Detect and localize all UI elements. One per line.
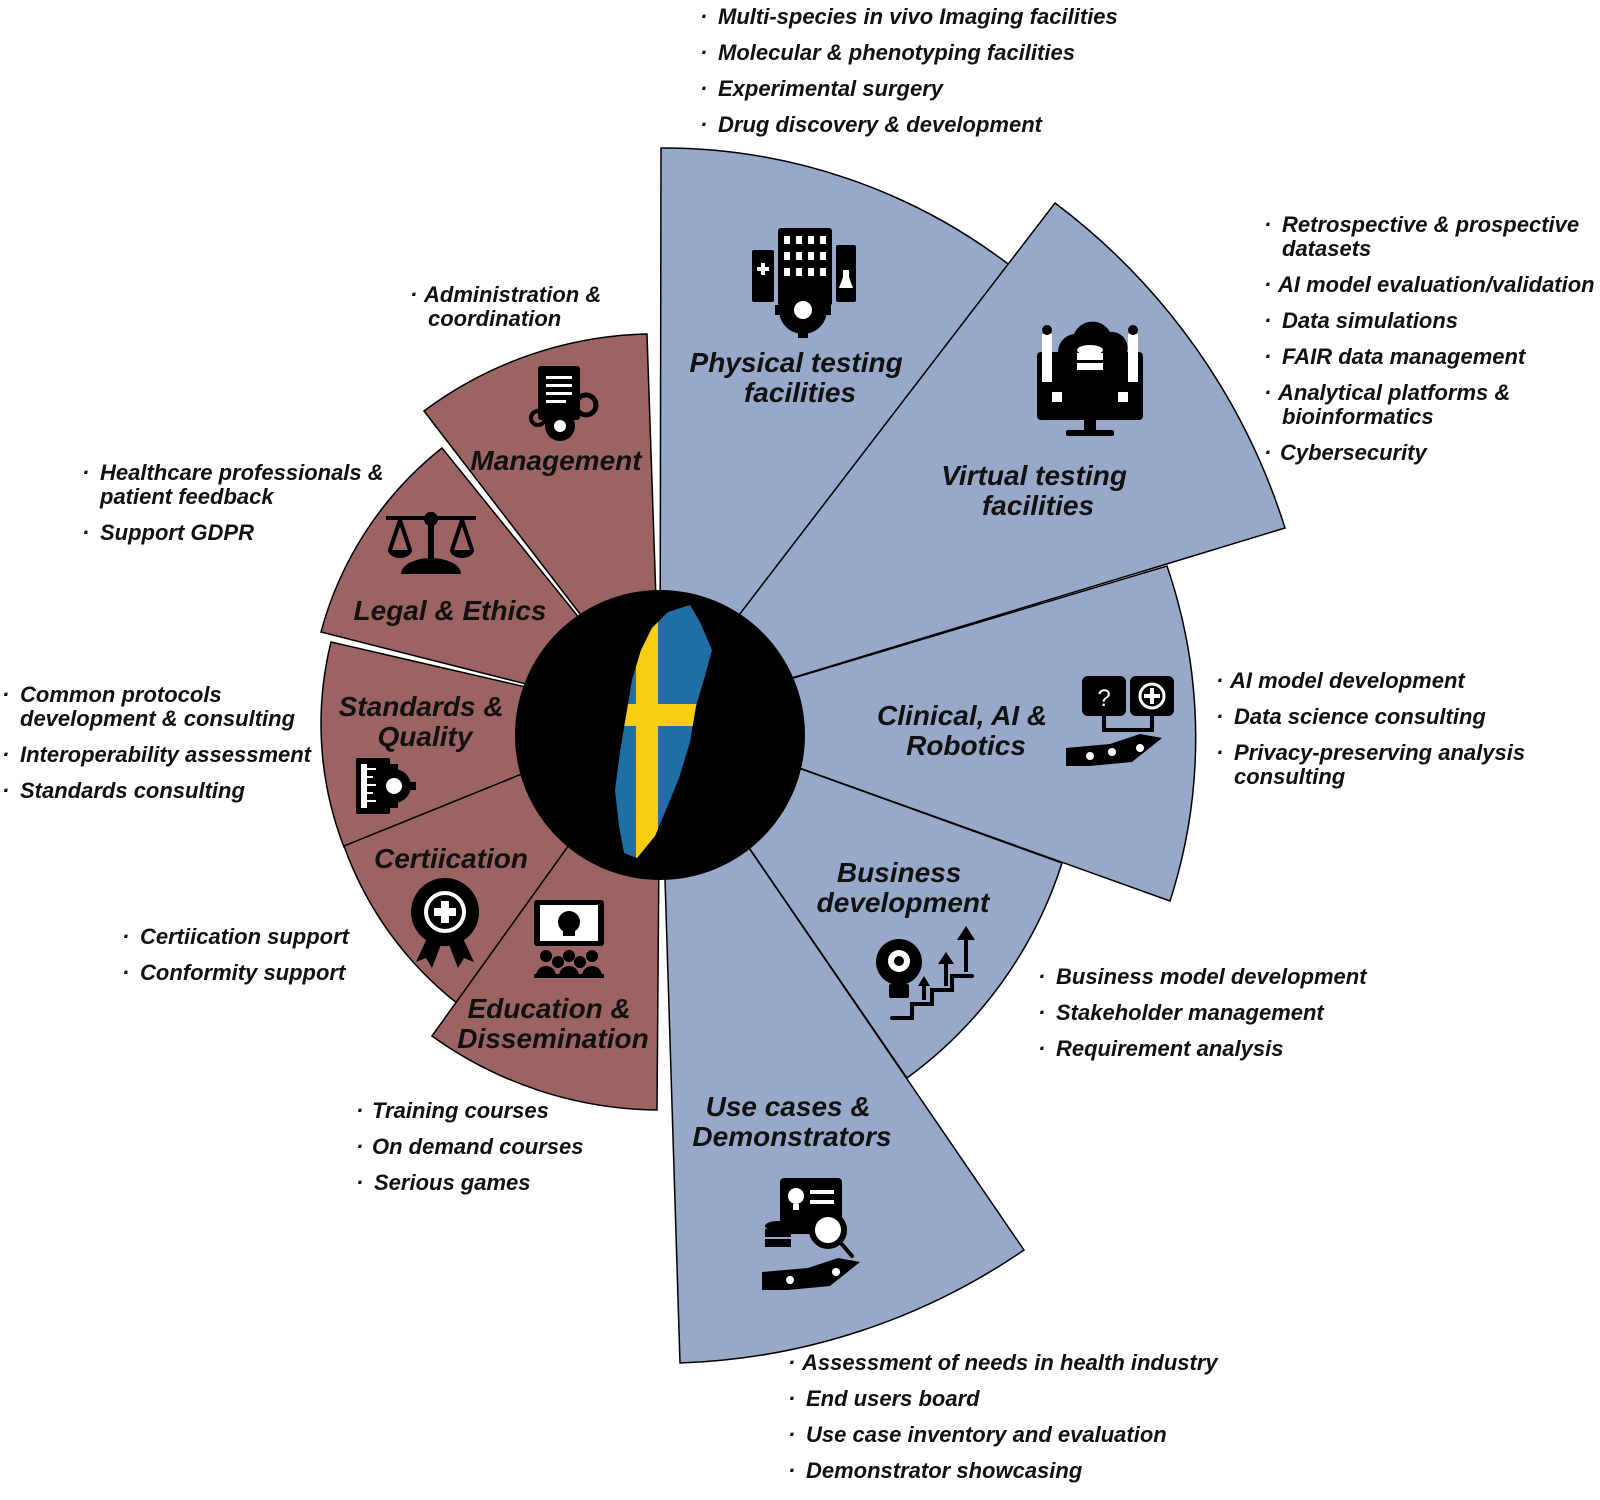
certification-label: Certiication bbox=[374, 843, 528, 874]
management-label: Management bbox=[470, 445, 643, 476]
list-item: ·Data science consulting bbox=[1216, 704, 1486, 729]
list-item: ·FAIR data management bbox=[1264, 344, 1527, 369]
standards-label: Standards & Quality bbox=[339, 691, 512, 752]
list-item: ·Requirement analysis bbox=[1038, 1036, 1283, 1061]
list-item: ·Experimental surgery bbox=[700, 76, 945, 101]
list-item: ·Serious games bbox=[356, 1170, 531, 1195]
list-item: ·Business model development bbox=[1038, 964, 1368, 989]
svg-text:?: ? bbox=[1097, 685, 1110, 712]
ruler-gear-icon bbox=[356, 758, 416, 814]
list-item: ·Conformity support bbox=[122, 960, 347, 985]
legal-bullets: ·Healthcare professionals &patient feedb… bbox=[82, 460, 384, 545]
segment-usecases bbox=[659, 715, 1026, 1364]
usecases-bullets: ·Assessment of needs in health industry … bbox=[788, 1350, 1219, 1483]
classroom-screen-icon bbox=[534, 900, 604, 982]
education-label: Education & Dissemination bbox=[457, 993, 648, 1054]
list-item: ·Molecular & phenotyping facilities bbox=[700, 40, 1075, 65]
icons: ? bbox=[356, 228, 1174, 1290]
list-item: ·Support GDPR bbox=[82, 520, 254, 545]
list-item: ·Standards consulting bbox=[2, 778, 245, 803]
clinical-bullets: ·AI model development ·Data science cons… bbox=[1216, 668, 1525, 789]
certification-bullets: ·Certiication support ·Conformity suppor… bbox=[122, 924, 351, 985]
scales-icon bbox=[386, 512, 476, 574]
segment-physical bbox=[659, 147, 1014, 721]
list-item: ·AI model evaluation/validation bbox=[1264, 272, 1595, 297]
list-item: ·Data simulations bbox=[1264, 308, 1458, 333]
list-item: ·Cybersecurity bbox=[1264, 440, 1429, 465]
physical-bullets: ·Multi-species in vivo Imaging facilitie… bbox=[700, 4, 1118, 137]
list-item: ·Multi-species in vivo Imaging facilitie… bbox=[700, 4, 1118, 29]
usecases-label: Use cases & Demonstrators bbox=[692, 1091, 891, 1152]
document-gears-icon bbox=[529, 366, 599, 441]
award-badge-icon bbox=[411, 878, 479, 968]
list-item: ·Use case inventory and evaluation bbox=[788, 1422, 1167, 1447]
cloud-database-monitor-icon bbox=[1037, 321, 1143, 436]
business-bullets: ·Business model development ·Stakeholder… bbox=[1038, 964, 1368, 1061]
center bbox=[515, 590, 805, 880]
list-item: ·On demand courses bbox=[356, 1134, 584, 1159]
list-item: ·Analytical platforms &bioinformatics bbox=[1264, 380, 1510, 429]
legal-label: Legal & Ethics bbox=[354, 595, 547, 626]
lightbulb-growth-icon bbox=[876, 926, 975, 1020]
business-label: Business development bbox=[817, 857, 991, 918]
list-item: ·AI model development bbox=[1216, 668, 1466, 693]
idea-search-robot-hand-icon bbox=[762, 1178, 860, 1290]
segment-labels: Physical testing facilities Virtual test… bbox=[339, 347, 1134, 1152]
list-item: ·Demonstrator showcasing bbox=[788, 1458, 1083, 1483]
list-item: ·Drug discovery & development bbox=[700, 112, 1044, 137]
virtual-label: Virtual testing facilities bbox=[941, 460, 1134, 521]
management-bullets: ·Administration &coordination bbox=[410, 282, 601, 331]
list-item: ·Administration &coordination bbox=[410, 282, 601, 331]
segment-clinical bbox=[657, 565, 1197, 902]
bullet-lists: ·Multi-species in vivo Imaging facilitie… bbox=[2, 4, 1595, 1483]
clinical-label: Clinical, AI & Robotics bbox=[877, 700, 1055, 761]
education-bullets: ·Training courses ·On demand courses ·Se… bbox=[356, 1098, 584, 1195]
list-item: ·Interoperability assessment bbox=[2, 742, 313, 767]
robot-hand-help-icon: ? bbox=[1066, 676, 1174, 766]
list-item: ·End users board bbox=[788, 1386, 980, 1411]
list-item: ·Certiication support bbox=[122, 924, 351, 949]
list-item: ·Stakeholder management bbox=[1038, 1000, 1325, 1025]
physical-label: Physical testing facilities bbox=[690, 347, 911, 408]
hospital-lab-gear-icon bbox=[752, 228, 856, 338]
segments bbox=[320, 147, 1286, 1364]
list-item: ·Assessment of needs in health industry bbox=[788, 1350, 1219, 1375]
list-item: ·Training courses bbox=[356, 1098, 549, 1123]
list-item: ·Healthcare professionals &patient feedb… bbox=[82, 460, 384, 509]
